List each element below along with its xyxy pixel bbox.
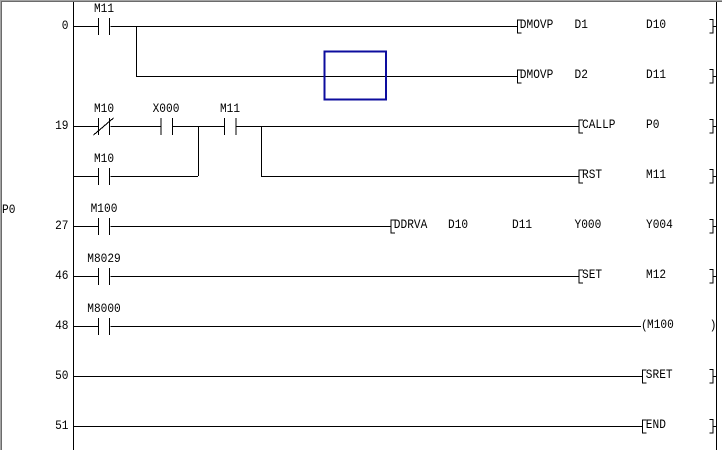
svg-text:M100: M100 bbox=[647, 317, 674, 332]
svg-text:END: END bbox=[646, 417, 666, 432]
svg-text:SRET: SRET bbox=[646, 367, 673, 382]
svg-text:Y004: Y004 bbox=[646, 217, 673, 232]
svg-text:27: 27 bbox=[55, 218, 68, 233]
svg-text:M8000: M8000 bbox=[87, 301, 120, 316]
svg-text:M11: M11 bbox=[94, 1, 114, 16]
svg-text:D10: D10 bbox=[646, 17, 666, 32]
svg-text:D11: D11 bbox=[646, 67, 666, 82]
svg-text:19: 19 bbox=[55, 118, 68, 133]
svg-text:D1: D1 bbox=[575, 17, 588, 32]
svg-text:D2: D2 bbox=[575, 67, 588, 82]
svg-text:SET: SET bbox=[582, 267, 602, 282]
svg-text:48: 48 bbox=[55, 318, 68, 333]
svg-text:M100: M100 bbox=[91, 201, 118, 216]
svg-text:P0: P0 bbox=[2, 202, 15, 217]
svg-text:M10: M10 bbox=[94, 101, 114, 116]
svg-text:DMOVP: DMOVP bbox=[520, 17, 553, 32]
svg-text:M11: M11 bbox=[220, 101, 240, 116]
svg-text:M11: M11 bbox=[646, 167, 666, 182]
svg-text:CALLP: CALLP bbox=[582, 117, 615, 132]
svg-text:): ) bbox=[710, 318, 717, 333]
svg-text:RST: RST bbox=[582, 167, 602, 182]
svg-text:D11: D11 bbox=[512, 217, 532, 232]
svg-text:D10: D10 bbox=[448, 217, 468, 232]
svg-text:P0: P0 bbox=[646, 117, 659, 132]
svg-text:M8029: M8029 bbox=[87, 251, 120, 266]
svg-text:50: 50 bbox=[55, 368, 68, 383]
svg-text:M12: M12 bbox=[646, 267, 666, 282]
svg-text:X000: X000 bbox=[153, 101, 180, 116]
svg-text:M10: M10 bbox=[94, 151, 114, 166]
svg-text:Y000: Y000 bbox=[575, 217, 602, 232]
svg-text:DDRVA: DDRVA bbox=[394, 217, 428, 232]
svg-text:DMOVP: DMOVP bbox=[520, 67, 553, 82]
svg-text:46: 46 bbox=[55, 268, 68, 283]
svg-text:0: 0 bbox=[62, 18, 69, 33]
svg-text:51: 51 bbox=[55, 418, 68, 433]
svg-text:(: ( bbox=[641, 318, 648, 333]
